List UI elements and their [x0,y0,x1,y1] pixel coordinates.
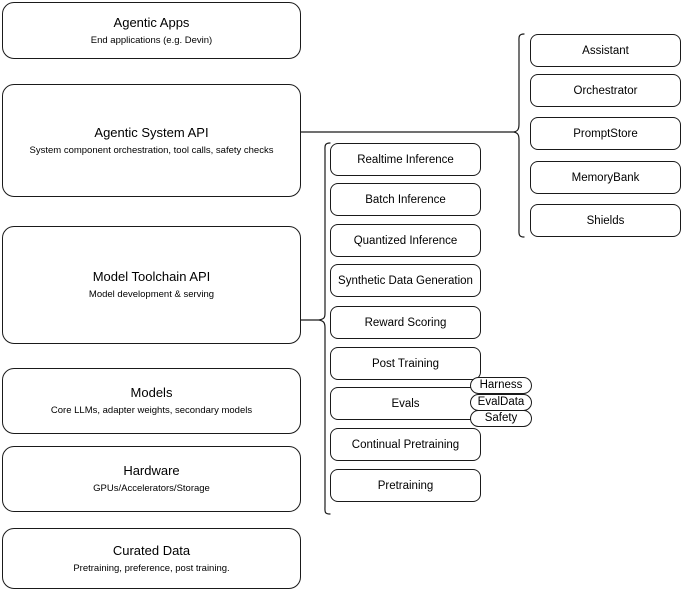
component-card-reward-scoring[interactable]: Reward Scoring [330,306,481,339]
brace-system-components [513,33,525,238]
component-label: Synthetic Data Generation [338,274,473,287]
component-card-shields[interactable]: Shields [530,204,681,237]
component-label: Pretraining [377,479,434,492]
component-label: PromptStore [573,127,638,140]
layer-card-hardware[interactable]: Hardware GPUs/Accelerators/Storage [2,446,301,512]
component-label: Post Training [371,357,440,370]
component-label: Evals [391,397,420,410]
layer-card-agentic-apps[interactable]: Agentic Apps End applications (e.g. Devi… [2,2,301,59]
layer-subtitle: Core LLMs, adapter weights, secondary mo… [50,405,253,416]
layer-title: Agentic Apps [113,14,190,30]
layer-title: Hardware [123,463,180,478]
component-card-memorybank[interactable]: MemoryBank [530,161,681,194]
layer-subtitle: GPUs/Accelerators/Storage [93,483,210,494]
brace-toolchain-components [318,142,331,515]
component-label: Batch Inference [365,193,446,206]
component-label: Shields [586,214,625,227]
layer-card-model-toolchain-api[interactable]: Model Toolchain API Model development & … [2,226,301,344]
component-card-continual-pretraining[interactable]: Continual Pretraining [330,428,481,461]
layer-title: Model Toolchain API [92,269,211,284]
subcomponent-pill-safety[interactable]: Safety [470,410,532,427]
layer-title: Agentic System API [94,124,209,140]
component-card-realtime-inference[interactable]: Realtime Inference [330,143,481,176]
component-label: Quantized Inference [353,234,458,247]
component-label: Reward Scoring [364,316,447,329]
component-label: Assistant [582,44,629,57]
component-label: Continual Pretraining [351,438,460,451]
layer-title: Models [130,385,173,400]
subcomponent-label: EvalData [477,396,525,408]
component-card-assistant[interactable]: Assistant [530,34,681,67]
component-card-evals[interactable]: Evals [330,387,481,420]
component-card-promptstore[interactable]: PromptStore [530,117,681,150]
component-label: Orchestrator [573,84,638,97]
layer-subtitle: Model development & serving [88,289,215,300]
layer-subtitle: System component orchestration, tool cal… [29,144,274,156]
component-card-quantized-inference[interactable]: Quantized Inference [330,224,481,257]
component-card-orchestrator[interactable]: Orchestrator [530,74,681,107]
layer-title: Curated Data [112,542,191,558]
component-card-synthetic-data-generation[interactable]: Synthetic Data Generation [330,264,481,297]
subcomponent-label: Harness [479,379,523,391]
layer-card-agentic-system-api[interactable]: Agentic System API System component orch… [2,84,301,197]
subcomponent-pill-harness[interactable]: Harness [470,377,532,394]
component-label: MemoryBank [571,171,640,184]
component-card-post-training[interactable]: Post Training [330,347,481,380]
component-card-pretraining[interactable]: Pretraining [330,469,481,502]
component-card-batch-inference[interactable]: Batch Inference [330,183,481,216]
component-label: Realtime Inference [357,153,454,166]
layer-subtitle: End applications (e.g. Devin) [90,34,213,46]
subcomponent-pill-evaldata[interactable]: EvalData [470,394,532,411]
layer-subtitle: Pretraining, preference, post training. [73,562,230,574]
layer-card-curated-data[interactable]: Curated Data Pretraining, preference, po… [2,528,301,589]
layer-card-models[interactable]: Models Core LLMs, adapter weights, secon… [2,368,301,434]
subcomponent-label: Safety [484,412,518,424]
